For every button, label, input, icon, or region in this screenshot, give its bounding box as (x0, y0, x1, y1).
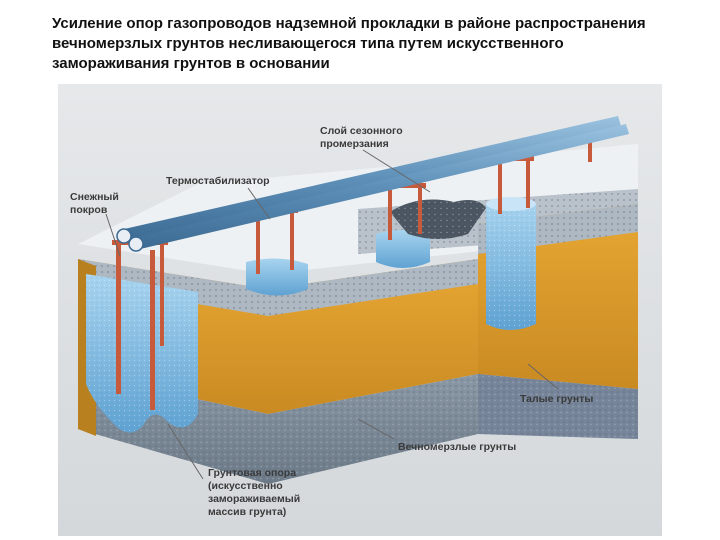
leader-lines (105, 149, 559, 480)
surface-pits (390, 199, 486, 239)
pile (160, 236, 164, 346)
label-thermostabilizer: Термостабилизатор (166, 175, 270, 187)
title-line-1: Усиление опор газопроводов надземной про… (52, 15, 646, 32)
diagram-svg: Слой сезонного промерзания Термостабилиз… (58, 84, 662, 536)
pipe (120, 116, 621, 242)
pile (150, 250, 155, 410)
pile (290, 208, 294, 270)
pile (256, 214, 260, 274)
pipe (132, 124, 629, 250)
label-thawed-soils: Талые грунты (520, 393, 593, 405)
pile (116, 244, 121, 394)
pipelines (116, 116, 629, 252)
label-snow-cover: Снежный покров (70, 191, 122, 216)
pile (588, 132, 592, 162)
title-line-3: замораживания грунтов в основании (52, 55, 330, 72)
label-ground-support: Грунтовая опора (искусственно заморажива… (208, 467, 303, 518)
pile (526, 156, 530, 208)
label-permafrost-soils: Вечномерзлые грунты (398, 441, 516, 453)
pile (498, 162, 502, 214)
pipeline-diagram: Слой сезонного промерзания Термостабилиз… (58, 84, 662, 536)
slide-title: Усиление опор газопроводов надземной про… (52, 14, 692, 74)
title-line-2: вечномерзлых грунтов несливающегося типа… (52, 35, 564, 52)
frozen-mass-small (246, 258, 308, 296)
labels: Слой сезонного промерзания Термостабилиз… (70, 125, 593, 518)
pile (388, 190, 392, 240)
pile (418, 184, 422, 234)
label-seasonal-layer: Слой сезонного промерзания (320, 125, 406, 150)
